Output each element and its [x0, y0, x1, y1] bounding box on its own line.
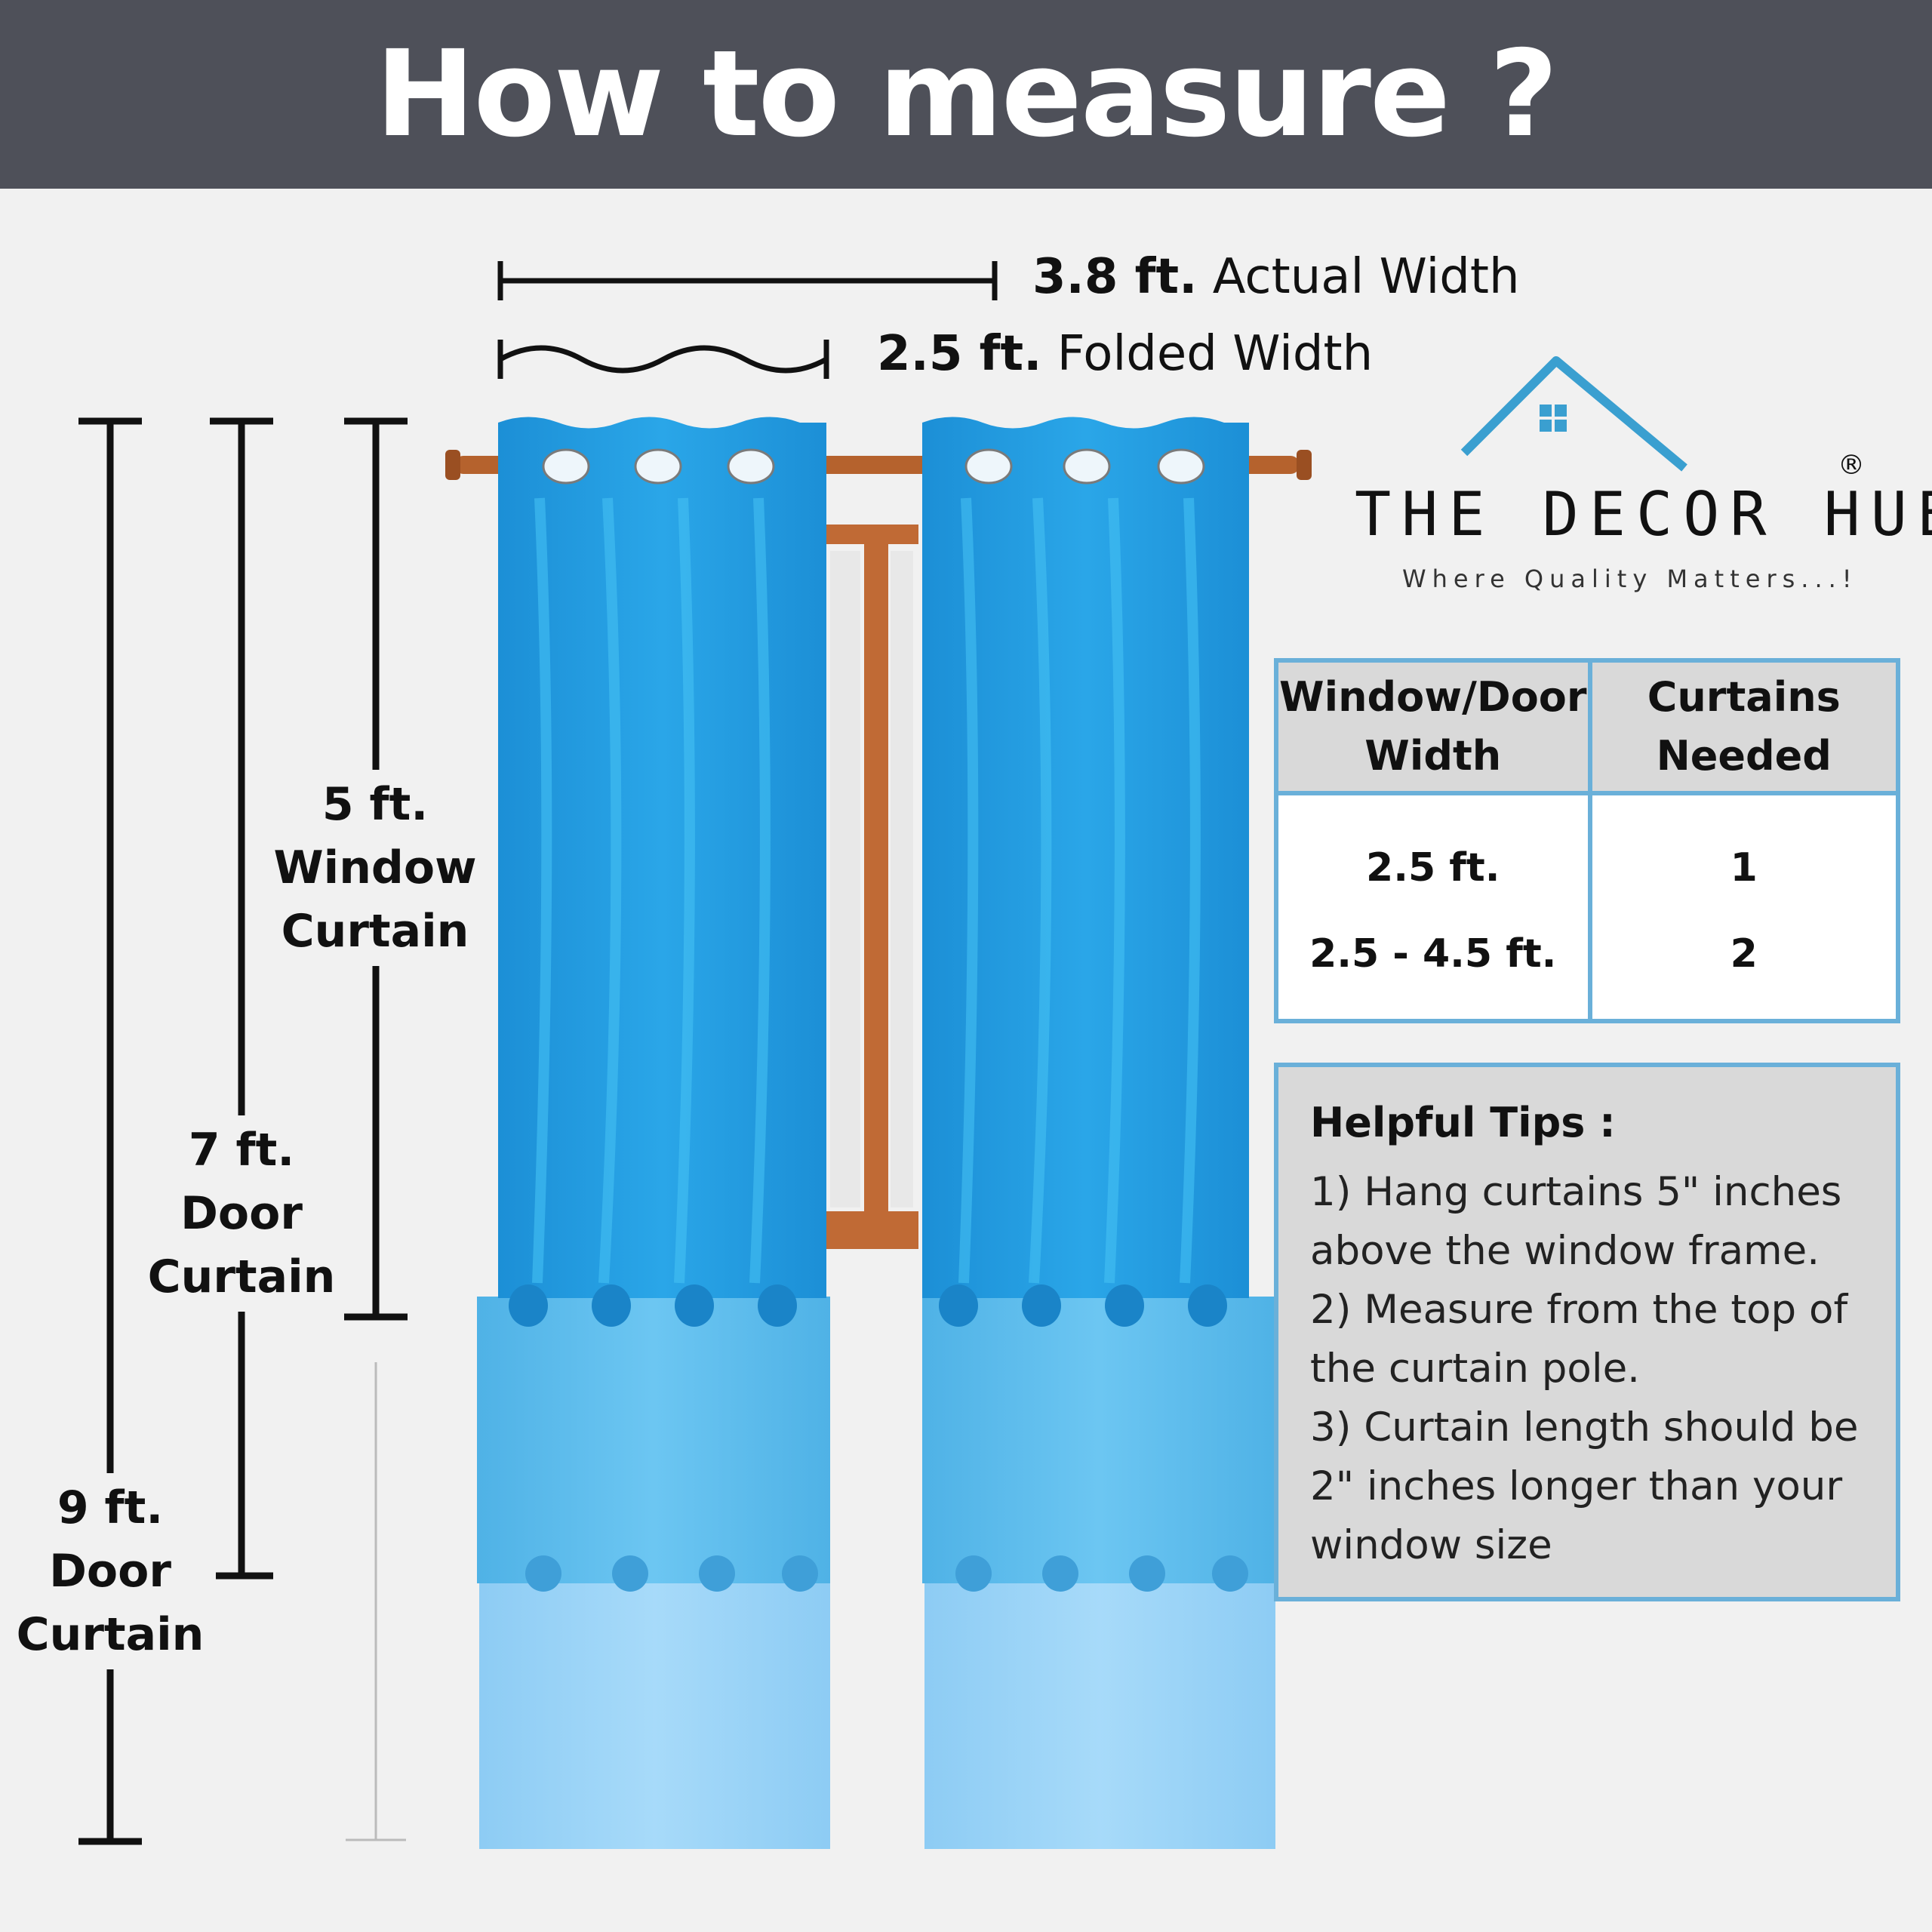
window-curtain-label: 5 ft. Window Curtain	[266, 770, 485, 966]
table-cell-count: 1	[1587, 793, 1901, 911]
window-height-value: 5 ft.	[321, 778, 429, 831]
tip-item: 1) Hang curtains 5" inches above the win…	[1310, 1169, 1842, 1274]
table-header-count: Curtains Needed	[1587, 658, 1901, 795]
tip-item: 2) Measure from the top of the curtain p…	[1310, 1287, 1848, 1392]
table-header-width: Window/Door Width	[1274, 658, 1592, 795]
table-cell-count: 2	[1587, 911, 1901, 1021]
door-7ft-label: 7 ft. Door Curtain	[136, 1115, 347, 1312]
helpful-tips-box: Helpful Tips : 1) Hang curtains 5" inche…	[1274, 1063, 1900, 1601]
tips-title: Helpful Tips :	[1310, 1099, 1616, 1146]
door7-height-value: 7 ft.	[188, 1124, 295, 1177]
door9-height-line2: Curtain	[16, 1608, 205, 1661]
door9-height-line1: Door	[49, 1545, 171, 1598]
folded-width-value: 2.5 ft.	[877, 326, 1042, 382]
curtain-size-table: Window/Door Width Curtains Needed 2.5 ft…	[1274, 658, 1901, 1023]
table-cell-width: 2.5 ft.	[1274, 793, 1592, 911]
brand-name: THE DECOR HUB	[1355, 479, 1932, 549]
right-curtain	[922, 417, 1275, 1849]
folded-width-text: Folded Width	[1057, 326, 1374, 382]
window-frame	[824, 525, 918, 1249]
table-row: 2.5 - 4.5 ft. 2	[1274, 911, 1901, 1021]
folded-width-line	[497, 340, 829, 379]
page-title: How to measure ?	[375, 25, 1558, 164]
left-curtain	[477, 417, 830, 1849]
door9-height-value: 9 ft.	[57, 1481, 164, 1534]
guide-line	[346, 1362, 406, 1841]
actual-width-label: 3.8 ft. Actual Width	[1032, 249, 1520, 305]
door-9ft-label: 9 ft. Door Curtain	[5, 1473, 216, 1669]
height-bar-7ft	[210, 417, 273, 1580]
door7-height-line1: Door	[180, 1187, 303, 1240]
door7-height-line2: Curtain	[147, 1251, 336, 1303]
table-row: 2.5 ft. 1	[1274, 793, 1901, 911]
window-height-line2: Curtain	[281, 905, 469, 958]
folded-width-label: 2.5 ft. Folded Width	[877, 326, 1373, 382]
registered-mark: ®	[1838, 450, 1865, 481]
table-cell-width: 2.5 - 4.5 ft.	[1274, 911, 1592, 1021]
brand-tagline: Where Quality Matters...!	[1402, 565, 1858, 593]
logo-roof-icon	[1460, 356, 1687, 472]
actual-width-value: 3.8 ft.	[1032, 249, 1198, 305]
actual-width-line	[497, 261, 998, 300]
header-bar: How to measure ?	[0, 0, 1932, 189]
table-header-row: Window/Door Width Curtains Needed	[1274, 658, 1901, 795]
window-height-line1: Window	[273, 841, 477, 894]
actual-width-text: Actual Width	[1212, 249, 1520, 305]
tip-item: 3) Curtain length should be 2" inches lo…	[1310, 1404, 1859, 1568]
